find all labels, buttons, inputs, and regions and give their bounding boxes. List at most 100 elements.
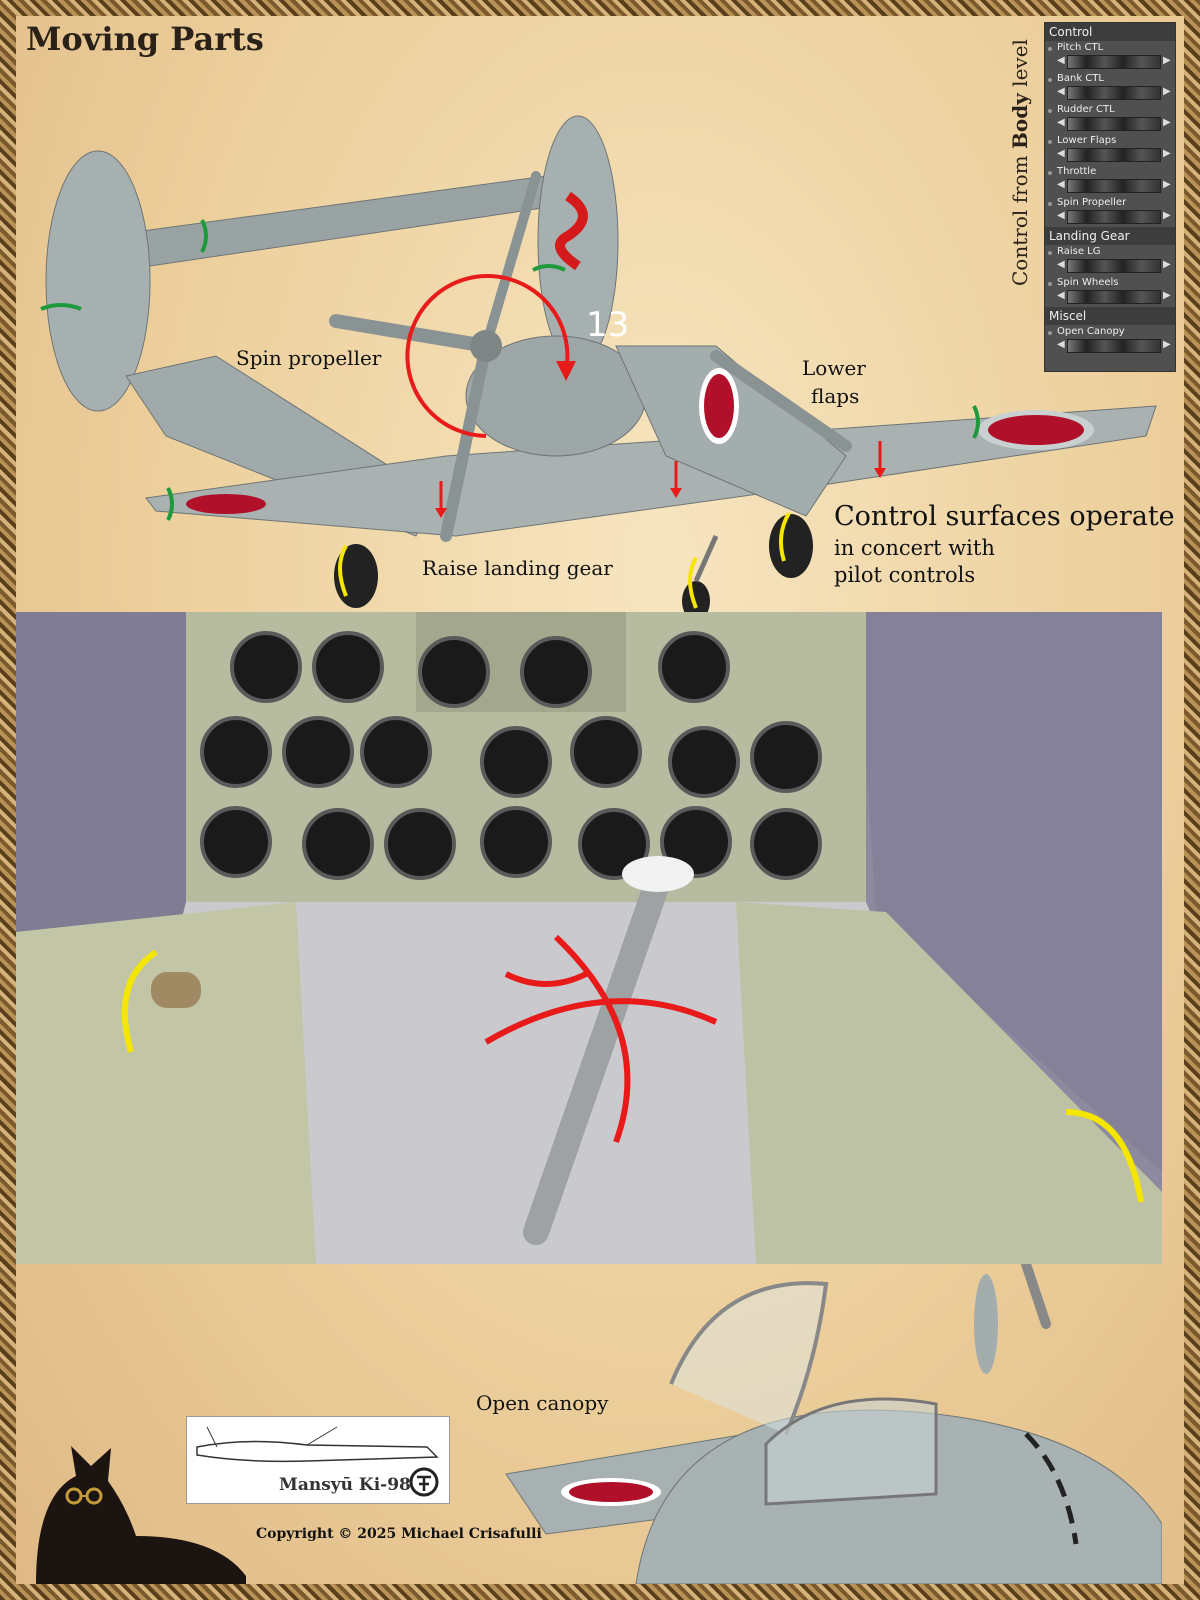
panel-dial-row[interactable]: Spin Wheels ◀ ▶ xyxy=(1045,276,1175,307)
dial-label: Spin Wheels xyxy=(1057,277,1119,288)
parameter-dial[interactable] xyxy=(1067,210,1161,224)
instrument-gauge xyxy=(230,631,302,703)
instrument-gauge xyxy=(750,808,822,880)
vertical-label: Control from Body level xyxy=(1008,39,1032,286)
dial-label: Lower Flaps xyxy=(1057,135,1117,146)
dial-label: Raise LG xyxy=(1057,246,1101,257)
tail-number: 13 xyxy=(586,305,629,345)
dial-left-arrow-icon[interactable]: ◀ xyxy=(1057,117,1065,128)
parameter-dial[interactable] xyxy=(1067,339,1161,353)
dial-left-arrow-icon[interactable]: ◀ xyxy=(1057,86,1065,97)
dial-right-arrow-icon[interactable]: ▶ xyxy=(1163,86,1171,97)
label-open-canopy: Open canopy xyxy=(476,1391,609,1415)
label-lower-flaps-line1: Lower xyxy=(802,356,866,380)
dial-label: Bank CTL xyxy=(1057,73,1104,84)
dial-left-arrow-icon[interactable]: ◀ xyxy=(1057,55,1065,66)
poster-background: Moving Parts 13 xyxy=(16,16,1184,1584)
instrument-gauge xyxy=(312,631,384,703)
dial-left-arrow-icon[interactable]: ◀ xyxy=(1057,179,1065,190)
instrument-gauge xyxy=(200,806,272,878)
bullet-icon xyxy=(1048,282,1052,286)
label-raise-gear: Raise landing gear xyxy=(422,556,613,580)
instrument-gauge xyxy=(480,806,552,878)
dial-right-arrow-icon[interactable]: ▶ xyxy=(1163,117,1171,128)
vertical-label-bold: Body xyxy=(1008,93,1032,150)
copyright-text: Copyright © 2025 Michael Crisafulli xyxy=(256,1526,542,1542)
instrument-gauge xyxy=(282,716,354,788)
monogram-logo xyxy=(409,1467,439,1497)
instrument-gauge xyxy=(668,726,740,798)
label-pilot-controls: pilot controls xyxy=(834,563,976,587)
instrument-gauge xyxy=(660,806,732,878)
dial-right-arrow-icon[interactable]: ▶ xyxy=(1163,290,1171,301)
panel-dial-row[interactable]: Raise LG ◀ ▶ xyxy=(1045,245,1175,276)
panel-dial-row[interactable]: Throttle ◀ ▶ xyxy=(1045,165,1175,196)
dial-right-arrow-icon[interactable]: ▶ xyxy=(1163,210,1171,221)
label-control-surfaces: Control surfaces operate xyxy=(834,501,1175,532)
instrument-gauge xyxy=(570,716,642,788)
dial-left-arrow-icon[interactable]: ◀ xyxy=(1057,148,1065,159)
label-spin-propeller: Spin propeller xyxy=(236,346,382,370)
bullet-icon xyxy=(1048,202,1052,206)
instrument-gauge xyxy=(480,726,552,798)
dial-label: Pitch CTL xyxy=(1057,42,1104,53)
dial-left-arrow-icon[interactable]: ◀ xyxy=(1057,210,1065,221)
panel-section-heading: Miscel xyxy=(1045,307,1175,325)
parameter-dial[interactable] xyxy=(1067,290,1161,304)
aircraft-sketch xyxy=(196,1426,439,1463)
cockpit-illustration xyxy=(16,612,1162,1264)
dial-left-arrow-icon[interactable]: ◀ xyxy=(1057,259,1065,270)
instrument-gauge xyxy=(578,808,650,880)
instrument-gauge xyxy=(520,636,592,708)
parameter-dial[interactable] xyxy=(1067,259,1161,273)
parameter-dial[interactable] xyxy=(1067,148,1161,162)
vertical-label-suffix: level xyxy=(1008,39,1032,94)
label-in-concert: in concert with xyxy=(834,536,995,560)
parameter-dial[interactable] xyxy=(1067,55,1161,69)
label-lower-flaps-line2: flaps xyxy=(811,384,860,408)
dial-left-arrow-icon[interactable]: ◀ xyxy=(1057,290,1065,301)
panel-dial-row[interactable]: Rudder CTL ◀ ▶ xyxy=(1045,103,1175,134)
instrument-gauge xyxy=(658,631,730,703)
panel-dial-row[interactable]: Spin Propeller ◀ ▶ xyxy=(1045,196,1175,227)
aircraft-illustration: 13 xyxy=(40,115,1157,616)
dial-left-arrow-icon[interactable]: ◀ xyxy=(1057,339,1065,350)
instrument-gauge xyxy=(200,716,272,788)
model-name: Mansyū Ki-98 xyxy=(279,1475,411,1495)
dial-right-arrow-icon[interactable]: ▶ xyxy=(1163,55,1171,66)
cockpit-drawing xyxy=(16,612,1162,1264)
bullet-icon xyxy=(1048,251,1052,255)
panel-section-heading: Landing Gear xyxy=(1045,227,1175,245)
panel-dial-row[interactable]: Open Canopy ◀ ▶ xyxy=(1045,325,1175,356)
vertical-label-prefix: Control from xyxy=(1008,149,1032,286)
model-signature-box: Mansyū Ki-98 xyxy=(186,1416,450,1504)
dial-right-arrow-icon[interactable]: ▶ xyxy=(1163,148,1171,159)
panel-dial-row[interactable]: Pitch CTL ◀ ▶ xyxy=(1045,41,1175,72)
page-title: Moving Parts xyxy=(26,20,264,58)
parameter-dial[interactable] xyxy=(1067,117,1161,131)
parameter-dial[interactable] xyxy=(1067,86,1161,100)
bullet-icon xyxy=(1048,47,1052,51)
instrument-gauge xyxy=(750,721,822,793)
bullet-icon xyxy=(1048,78,1052,82)
cat-illustration xyxy=(36,1446,246,1584)
instrument-gauge xyxy=(302,808,374,880)
dial-right-arrow-icon[interactable]: ▶ xyxy=(1163,179,1171,190)
panel-dial-row[interactable]: Bank CTL ◀ ▶ xyxy=(1045,72,1175,103)
dial-label: Spin Propeller xyxy=(1057,197,1127,208)
bullet-icon xyxy=(1048,331,1052,335)
parameter-dial[interactable] xyxy=(1067,179,1161,193)
dial-right-arrow-icon[interactable]: ▶ xyxy=(1163,259,1171,270)
dial-label: Rudder CTL xyxy=(1057,104,1115,115)
instrument-gauge xyxy=(360,716,432,788)
bullet-icon xyxy=(1048,171,1052,175)
dial-label: Open Canopy xyxy=(1057,326,1125,337)
panel-dial-row[interactable]: Lower Flaps ◀ ▶ xyxy=(1045,134,1175,165)
instrument-gauge xyxy=(418,636,490,708)
dial-right-arrow-icon[interactable]: ▶ xyxy=(1163,339,1171,350)
instrument-gauge xyxy=(384,808,456,880)
bullet-icon xyxy=(1048,109,1052,113)
panel-section-heading: Control xyxy=(1045,23,1175,41)
dial-label: Throttle xyxy=(1057,166,1097,177)
